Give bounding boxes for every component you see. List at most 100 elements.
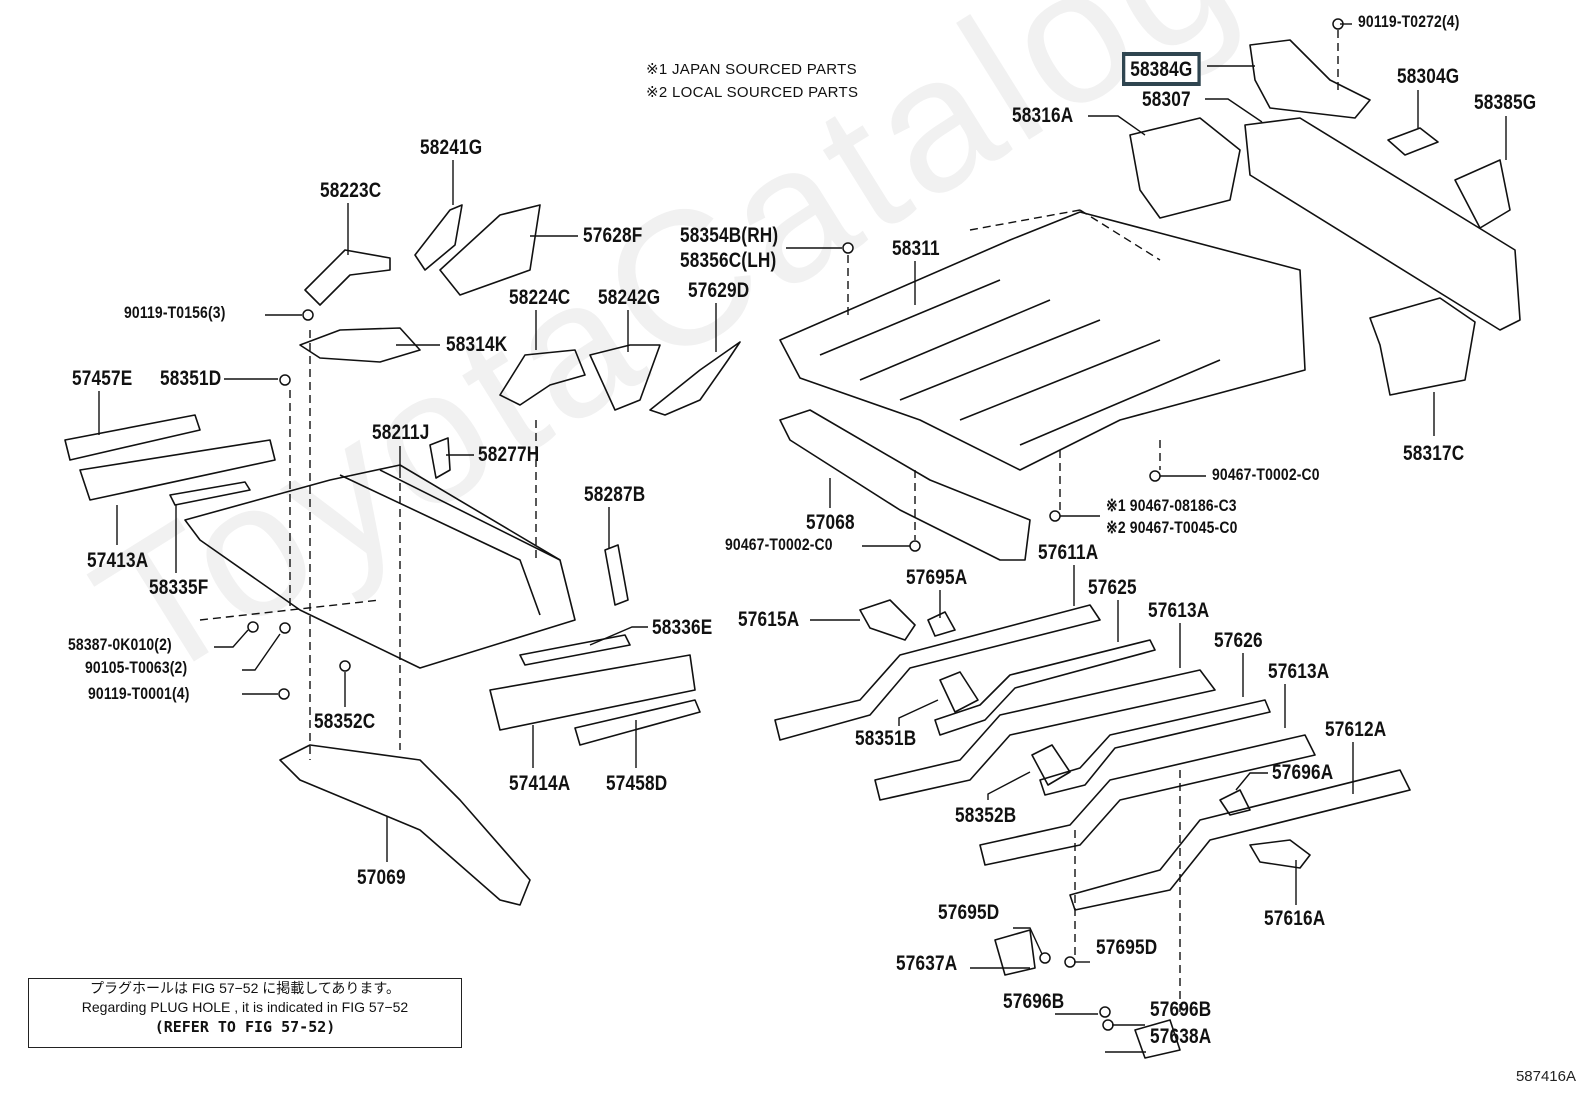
part-label-58317c[interactable]: 58317C [1403,442,1465,465]
part-label-57629d[interactable]: 57629D [688,279,750,302]
bracket-57615A [859,599,916,641]
part-label-58223c[interactable]: 58223C [320,179,382,202]
sill-57458D [574,699,701,746]
part-label-57069[interactable]: 57069 [357,866,406,889]
part-label-57414a[interactable]: 57414A [509,772,571,795]
part-label-58352b[interactable]: 58352B [955,804,1017,827]
part-label-58336e[interactable]: 58336E [652,616,713,639]
part-label-58311[interactable]: 58311 [892,237,940,260]
part-label-57613a-a[interactable]: 57613A [1148,599,1210,622]
leader-line-58307 [1205,98,1263,123]
clip-58354B-icon [842,242,854,254]
part-label-57696b-a[interactable]: 57696B [1003,990,1065,1013]
part-label-57612a[interactable]: 57612A [1325,718,1387,741]
part-label-90467-t0045-c0[interactable]: ※2 90467-T0045-C0 [1106,518,1238,537]
part-label-58385g[interactable]: 58385G [1474,91,1537,114]
clip-58351D-icon [279,374,291,386]
part-label-57616a[interactable]: 57616A [1264,907,1326,930]
bracket-58224C [499,349,586,406]
bracket-58352B [1031,744,1071,786]
part-label-90119-t0272[interactable]: 90119-T0272(4) [1358,12,1460,31]
part-label-57615a[interactable]: 57615A [738,608,800,631]
part-label-58356c[interactable]: 58356C(LH) [680,249,777,272]
member-57626 [1039,699,1271,796]
part-label-58287b[interactable]: 58287B [584,483,646,506]
part-label-57695a[interactable]: 57695A [906,566,968,589]
part-label-58387-0k010[interactable]: 58387-0K010(2) [68,635,172,654]
bracket-57629D [649,341,741,416]
part-label-57413a[interactable]: 57413A [87,549,149,572]
bolt-90467-08186-C3-icon [1049,510,1061,522]
leader-line-57695d-a [1013,927,1043,955]
bolt-90467-T0002-C0-rear-icon [1149,470,1161,482]
part-label-58277h[interactable]: 58277H [478,443,540,466]
part-label-58354b[interactable]: 58354B(RH) [680,224,779,247]
part-label-58242g[interactable]: 58242G [598,286,661,309]
note-local-sourced: ※2 LOCAL SOURCED PARTS [646,84,859,101]
bracket-58351B [939,671,979,713]
part-label-90467-08186-c3[interactable]: ※1 90467-08186-C3 [1106,496,1237,515]
part-label-58241g[interactable]: 58241G [420,136,483,159]
bracket-57637A [994,929,1036,976]
part-label-58211j[interactable]: 58211J [372,421,430,444]
part-label-57068[interactable]: 57068 [806,511,855,534]
figure-id: 587416A [1515,1068,1576,1085]
rear-floor-pan-ribs [819,279,1221,446]
clip-57696B-icon [1099,1006,1111,1018]
bracket-58242G [589,344,661,411]
part-label-90119-t0001[interactable]: 90119-T0001(4) [88,684,190,703]
part-label-90105-t0063[interactable]: 90105-T0063(2) [85,658,188,677]
part-label-58351b[interactable]: 58351B [855,727,917,750]
clip-57695A [927,611,956,637]
part-label-58384g[interactable]: 58384G [1122,52,1201,86]
crossmember-57069 [279,744,531,906]
clip-58352C-icon [339,660,351,672]
bracket-57696A [1219,789,1251,816]
part-label-57457e[interactable]: 57457E [72,367,133,390]
note-japan-sourced: ※1 JAPAN SOURCED PARTS [646,61,857,78]
part-label-58335f[interactable]: 58335F [149,576,209,599]
part-label-58304g[interactable]: 58304G [1397,65,1460,88]
part-label-58316a[interactable]: 58316A [1012,104,1074,127]
leader-line-58352b [987,771,1031,800]
part-label-58351d[interactable]: 58351D [160,367,222,390]
part-label-58307[interactable]: 58307 [1142,88,1191,111]
panel-57628F [439,204,541,296]
part-label-57628f[interactable]: 57628F [583,224,643,247]
reference-note-box: プラグホールは FIG 57−52 に掲載してあります。 Regarding P… [28,978,462,1048]
bracket-57638A [1134,1019,1181,1059]
part-label-90467-t0002-c0-b[interactable]: 90467-T0002-C0 [1212,465,1320,484]
part-label-90467-t0002-c0-a[interactable]: 90467-T0002-C0 [725,535,833,554]
part-label-57613a-b[interactable]: 57613A [1268,660,1330,683]
part-label-57611a[interactable]: 57611A [1038,541,1099,564]
part-label-57696b-b[interactable]: 57696B [1150,998,1212,1021]
reference-note-refer-link[interactable]: (REFER TO FIG 57-52) [154,1018,336,1036]
leader-line-58351b [898,699,939,726]
clip-57695D-icon [1039,952,1051,964]
reference-note-english: Regarding PLUG HOLE , it is indicated in… [81,999,409,1015]
rear-floor-pan-58311 [779,211,1306,471]
part-label-57638a[interactable]: 57638A [1150,1025,1212,1048]
bracket-58277H [429,437,451,479]
part-label-58352c[interactable]: 58352C [314,710,376,733]
part-label-90119-t0156[interactable]: 90119-T0156(3) [124,303,226,322]
sill-57457E [64,414,201,461]
part-label-57695d-b[interactable]: 57695D [1096,936,1158,959]
part-label-57625[interactable]: 57625 [1088,576,1137,599]
part-label-57695d-a[interactable]: 57695D [938,901,1000,924]
part-label-58314k[interactable]: 58314K [446,333,508,356]
extension-58316A [1129,117,1241,219]
rear-wheelhouse-58384G [1249,39,1371,119]
part-label-58224c[interactable]: 58224C [509,286,571,309]
plate-58314K [299,327,421,363]
sill-57413A [79,439,276,501]
part-label-57626[interactable]: 57626 [1214,629,1263,652]
leader-line-58336e [589,626,648,646]
part-label-57637a[interactable]: 57637A [896,952,958,975]
part-label-57696a[interactable]: 57696A [1272,761,1334,784]
reference-note-japanese: プラグホールは FIG 57−52 に掲載してあります。 [89,980,401,996]
bolt-90467-T0002-C0-icon [909,540,921,552]
bolt-90119-T0156-icon [302,309,314,321]
part-label-57458d[interactable]: 57458D [606,772,668,795]
